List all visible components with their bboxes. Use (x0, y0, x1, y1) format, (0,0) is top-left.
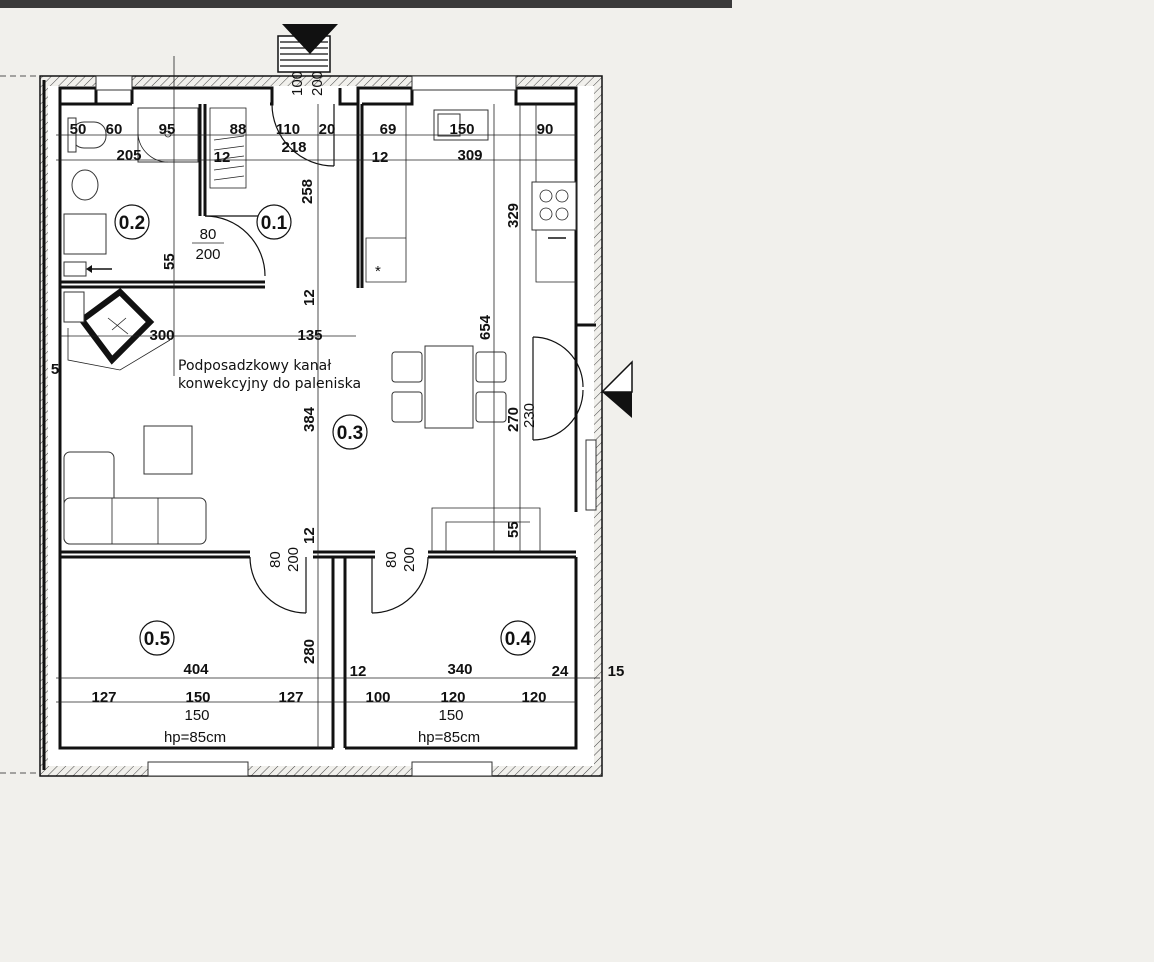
door-labels: 80 200 80 200 80 200 (192, 226, 418, 572)
dim-v-7: 384 (301, 406, 318, 432)
dim-row2-0: 205 (116, 147, 141, 164)
dim-04-c: 120 (521, 689, 546, 706)
dim-v-11: 12 (301, 527, 318, 544)
vertical-dimension-labels: 100 200 258 329 55 12 654 384 270 230 55… (161, 71, 538, 664)
room-label-0.2: 0.2 (119, 213, 145, 234)
dim-v-5: 12 (301, 289, 318, 306)
living-furniture (63, 425, 541, 552)
dim-v-6: 654 (477, 314, 494, 340)
room-label-0.1: 0.1 (261, 213, 288, 234)
entrance-stairs-top (277, 24, 338, 73)
door-04-height: 200 (401, 547, 418, 572)
dim-05-total: 404 (183, 661, 209, 678)
dim-mid-300: 300 (149, 327, 174, 344)
dim-05-c: 127 (278, 689, 303, 706)
dim-v-4: 55 (161, 253, 178, 270)
dim-v-0: 100 (289, 71, 306, 96)
note-line-2: konwekcyjny do paleniska (178, 376, 361, 392)
dining-table (391, 345, 507, 429)
sill-04: hp=85cm (418, 729, 480, 746)
fireplace (63, 288, 171, 371)
dim-05-b: 150 (185, 689, 210, 706)
room-label-0.3: 0.3 (337, 423, 363, 444)
dim-04-window: 150 (438, 707, 463, 724)
windows (95, 75, 597, 777)
dim-mid-135: 135 (297, 327, 322, 344)
dim-v-3: 329 (505, 203, 522, 228)
dim-top-5: 20 (319, 121, 336, 138)
dim-04-a: 100 (365, 689, 390, 706)
note-line-1: Podposadzkowy kanał (178, 358, 331, 374)
door-05-width: 80 (267, 551, 284, 568)
dim-04-ext: 15 (608, 663, 625, 680)
door-kitchen-height: 200 (195, 246, 220, 263)
door-04-width: 80 (383, 551, 400, 568)
dim-top-7: 150 (449, 121, 474, 138)
side-entrance-marker (600, 360, 633, 418)
dim-05-a: 127 (91, 689, 116, 706)
stair-ladder (209, 107, 247, 189)
dim-04-total: 340 (447, 661, 472, 678)
door-05-height: 200 (285, 547, 302, 572)
dim-top-3: 88 (230, 121, 247, 138)
dim-top-0: 50 (70, 121, 87, 138)
room-label-0.4: 0.4 (505, 629, 532, 650)
top-dimension-labels: 50 60 95 88 110 20 69 150 90 205 12 218 … (70, 121, 554, 166)
room-labels: 0.2 0.1 0.3 0.4 0.5 (114, 204, 536, 656)
dim-mid-5: 5 (51, 361, 59, 378)
dim-row2-3: 12 (372, 149, 389, 166)
dim-top-8: 90 (537, 121, 554, 138)
dim-row2-4: 309 (457, 147, 482, 164)
viewer-top-bar (0, 0, 732, 8)
dim-row2-2: 218 (281, 139, 306, 156)
dim-v-9: 230 (521, 403, 538, 428)
dim-top-4: 110 (276, 121, 300, 138)
bottom-dimension-labels: 404 127 150 127 150 hp=85cm 12 340 24 15… (91, 661, 624, 746)
dim-v-12: 280 (301, 639, 318, 664)
dim-v-8: 270 (505, 407, 522, 432)
door-kitchen-width: 80 (200, 226, 217, 243)
dim-v-1: 200 (309, 71, 326, 96)
dim-top-2: 95 (159, 121, 176, 138)
dim-top-6: 69 (380, 121, 397, 138)
dim-04-right: 24 (552, 663, 569, 680)
sill-05: hp=85cm (164, 729, 226, 746)
dim-top-1: 60 (106, 121, 123, 138)
dimension-lines (0, 56, 600, 774)
dim-row2-1: 12 (214, 149, 231, 166)
convection-channel-note: Podposadzkowy kanał konwekcyjny do palen… (178, 358, 361, 392)
mid-dimension-labels: 300 135 5 (51, 327, 323, 378)
room-label-0.5: 0.5 (144, 629, 171, 650)
dim-05-window: 150 (184, 707, 209, 724)
doors (204, 103, 584, 614)
outer-wall-insulation (39, 75, 603, 777)
dim-04-b: 120 (440, 689, 465, 706)
dim-v-10: 55 (505, 521, 522, 538)
dim-04-left: 12 (350, 663, 367, 680)
svg-text:*: * (375, 263, 381, 280)
dim-v-2: 258 (299, 179, 316, 204)
